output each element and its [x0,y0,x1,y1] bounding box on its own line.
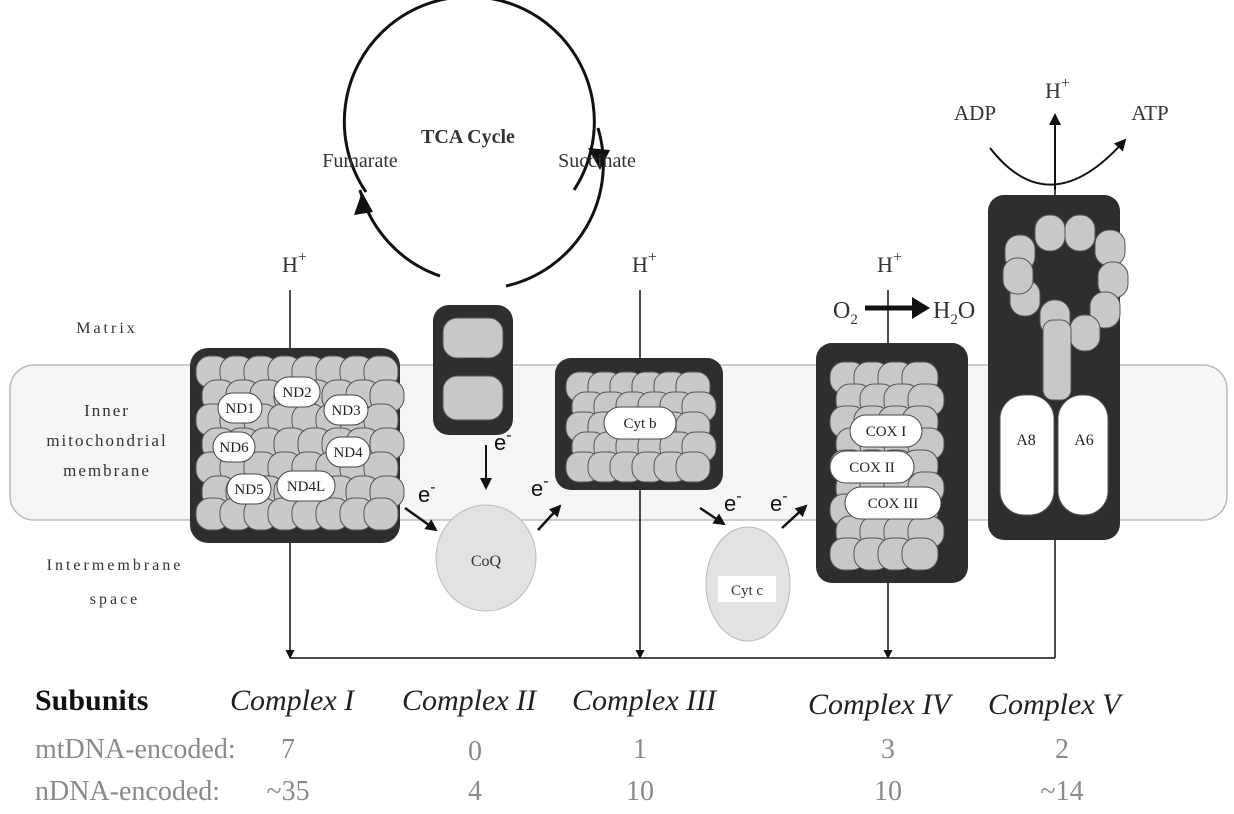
mtdna-complex-i: 7 [248,734,328,766]
ndna-complex-v: ~14 [1022,776,1102,808]
mtdna-complex-iv: 3 [848,734,928,766]
ndna-row-label: nDNA-encoded: [35,776,220,808]
mtdna-complex-ii: 0 [435,736,515,768]
ndna-complex-i: ~35 [248,776,328,808]
ndna-complex-ii: 4 [435,776,515,808]
complex-i-heading: Complex I [230,684,354,718]
complex-iii-heading: Complex III [572,684,716,718]
complex-ii-heading: Complex II [402,684,536,718]
mtdna-complex-v: 2 [1022,734,1102,766]
complex-v-heading: Complex V [988,688,1120,722]
mtdna-complex-iii: 1 [600,734,680,766]
complex-iv-heading: Complex IV [808,688,950,722]
mtdna-row-label: mtDNA-encoded: [35,734,236,766]
ndna-complex-iii: 10 [600,776,680,808]
subunits-heading: Subunits [35,684,148,718]
ndna-complex-iv: 10 [848,776,928,808]
